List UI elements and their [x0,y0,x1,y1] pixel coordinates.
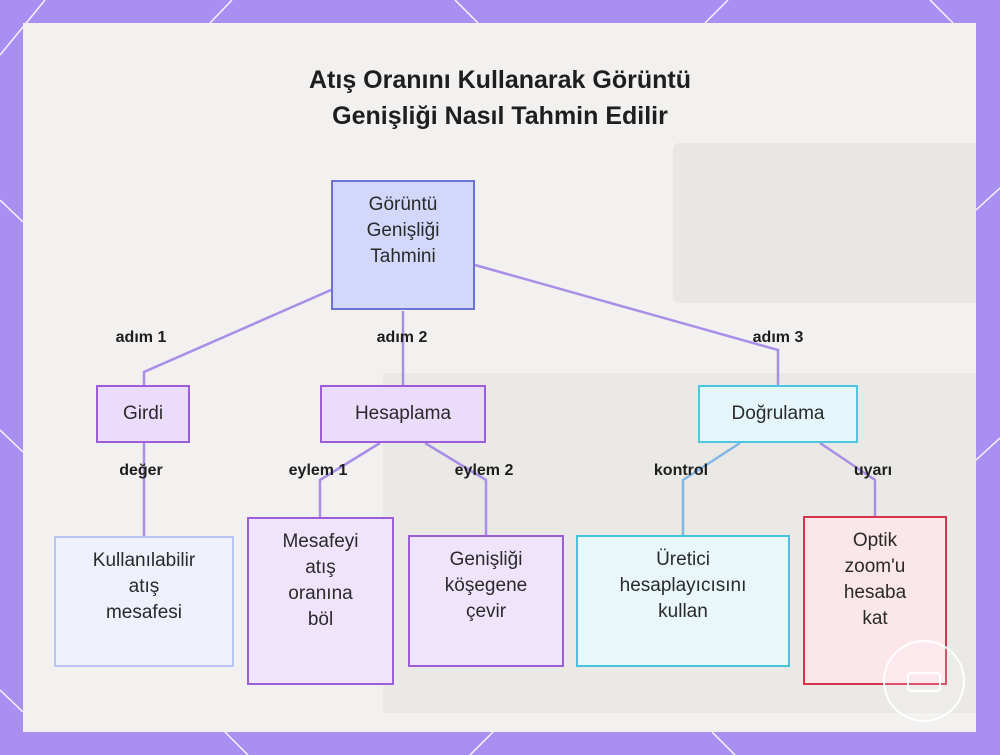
edge-label-deger: değer [119,462,163,479]
logo-glyph [907,672,941,692]
node-bol-label: Mesafeyi atış oranına böl [282,531,359,630]
node-cevir-label: Genişliği köşegene çevir [444,549,528,622]
watermark-logo [883,640,965,722]
node-uretici-label: Üretici hesaplayıcısını kullan [619,549,747,622]
edge-label-uyari: uyarı [853,462,893,479]
node-girdi-label: Girdi [122,403,164,424]
node-uretici: Üretici hesaplayıcısını kullan [576,535,790,667]
node-girdi: Girdi [96,385,190,443]
title-line-1: Atış Oranını Kullanarak Görüntü [309,66,691,94]
node-zoom-label: Optik zoom'u hesaba kat [843,530,907,629]
edge-label-eylem1: eylem 1 [288,462,348,479]
node-hesaplama-label: Hesaplama [354,403,452,424]
node-hesaplama: Hesaplama [320,385,486,443]
node-mesafe-label: Kullanılabilir atış mesafesi [92,550,196,623]
background-photo-shape [673,143,976,303]
title-line-2: Genişliği Nasıl Tahmin Edilir [332,102,668,130]
edge-dogrulama-zoom [819,441,877,517]
edge-label-kontrol: kontrol [653,462,709,479]
node-dogrulama-label: Doğrulama [731,403,825,424]
diagram-title: Atış Oranını Kullanarak Görüntü Genişliğ… [200,62,800,134]
edge-label-adim1: adım 1 [115,329,167,346]
node-dogrulama: Doğrulama [698,385,858,443]
node-bol: Mesafeyi atış oranına böl [247,517,394,685]
edge-label-adim2: adım 2 [376,329,428,346]
root-node-label: Görüntü Genişliği Tahmini [366,194,440,267]
edge-hesaplama-bol [318,441,381,518]
edge-root-dogrulama [474,263,780,386]
edge-label-adim3: adım 3 [752,329,804,346]
root-node: Görüntü Genişliği Tahmini [331,180,475,310]
edge-hesaplama-cevir [424,441,488,536]
edge-root-girdi [142,288,332,386]
edge-dogrulama-uretici [681,441,741,536]
edge-label-eylem2: eylem 2 [454,462,514,479]
node-cevir: Genişliği köşegene çevir [408,535,564,667]
node-mesafe: Kullanılabilir atış mesafesi [54,536,234,667]
